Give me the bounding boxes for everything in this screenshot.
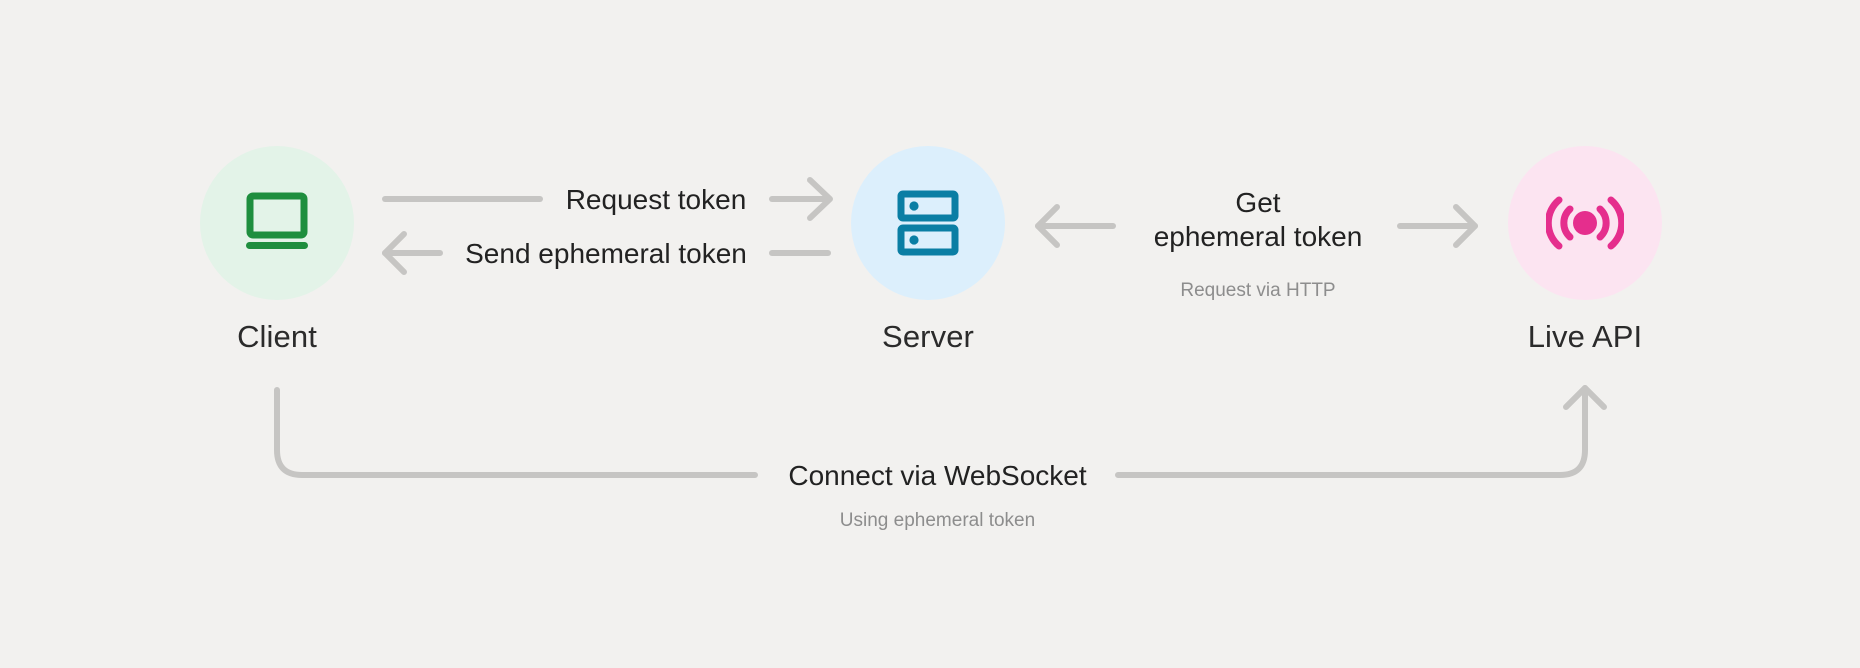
- node-server-circle: [851, 146, 1005, 300]
- arrowhead-right-icon: [807, 177, 833, 221]
- node-live-api-circle: [1508, 146, 1662, 300]
- edge-sublabel-get-ephemeral-token: Request via HTTP: [1180, 280, 1336, 301]
- broadcast-icon: [1546, 196, 1624, 250]
- node-client[interactable]: Client: [182, 146, 372, 354]
- laptop-icon: [246, 192, 308, 249]
- node-client-label: Client: [237, 319, 317, 354]
- edge-label-get-ephemeral-token-line-2: ephemeral token: [1153, 221, 1363, 253]
- edge-label-connect-via-websocket: Connect via WebSocket: [788, 460, 1087, 491]
- node-live-api[interactable]: Live API: [1490, 146, 1680, 354]
- server-icon: [897, 190, 959, 256]
- edge-sublabel-connect-via-websocket: Using ephemeral token: [839, 510, 1036, 531]
- node-live-api-label: Live API: [1527, 319, 1643, 354]
- arrowhead-left-icon: [1035, 204, 1060, 248]
- node-client-circle: [200, 146, 354, 300]
- node-server[interactable]: Server: [833, 146, 1023, 354]
- edge-label-get-ephemeral-token: Get ephemeral token: [1123, 186, 1393, 254]
- edge-label-request-token: Request token: [565, 184, 747, 215]
- edge-label-send-ephemeral-token: Send ephemeral token: [465, 238, 747, 269]
- arrowhead-up-icon: [1563, 385, 1607, 410]
- node-server-label: Server: [882, 319, 974, 354]
- arrowhead-right-icon: [1453, 204, 1478, 248]
- arrowhead-left-icon: [382, 231, 407, 275]
- edge-label-get-ephemeral-token-line-1: Get: [1235, 187, 1281, 218]
